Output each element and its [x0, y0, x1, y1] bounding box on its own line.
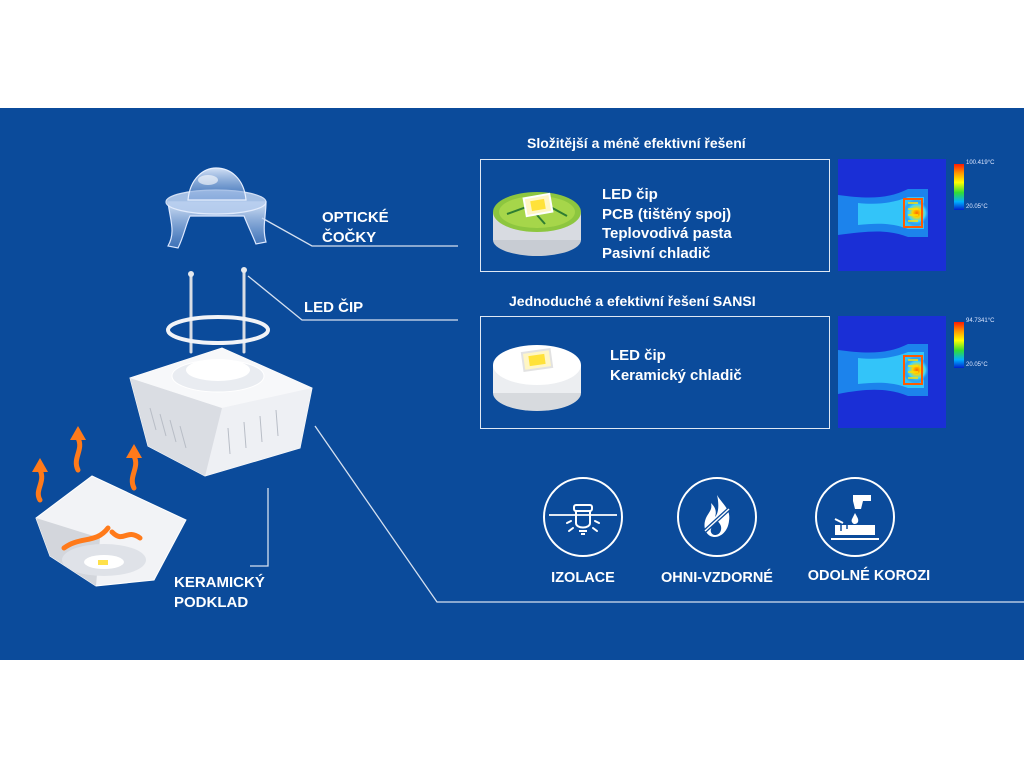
- complex-thermal-min: 20.05°C: [966, 204, 988, 210]
- diagram-panel: OPTICKÉ ČOČKY LED ČIP KERAMICKÝ PODKLAD …: [0, 108, 1024, 660]
- feature-label-fire-resistant: OHNI-VZDORNÉ: [661, 570, 773, 586]
- pcb-chip-graphic: [493, 192, 581, 256]
- connector-lines: [247, 217, 1024, 603]
- simple-solution-title: Jednoduché a efektivní řešení SANSI: [509, 293, 756, 309]
- thermal-plume-simple: [838, 344, 928, 396]
- base-label-line1: KERAMICKÝ: [174, 574, 265, 591]
- feature-label-corrosion: ODOLNÉ KOROZI: [807, 568, 931, 584]
- ceramic-base-graphic: [129, 347, 313, 477]
- simple-thermal-scale-bar: [954, 322, 964, 368]
- complex-thermal-image: [838, 159, 946, 271]
- simple-thermal-image: [838, 316, 946, 428]
- fire-resistant-icon: [677, 477, 757, 557]
- lens-label-line2: ČOČKY: [322, 229, 377, 246]
- simple-item-1: LED čip: [610, 347, 666, 364]
- corrosion-resistant-icon: [815, 477, 895, 557]
- complex-thermal-max: 100.419°C: [966, 160, 995, 166]
- simple-solution-box: LED čip Keramický chladič: [480, 316, 830, 429]
- led-pins: [189, 270, 246, 354]
- simple-thermal-max: 94.7341°C: [966, 318, 995, 324]
- complex-item-2: PCB (tištěný spoj): [602, 205, 732, 223]
- complex-item-4: Pasivní chladič: [602, 244, 711, 262]
- complex-solution-box: LED čip PCB (tištěný spoj) Teplovodivá p…: [480, 159, 830, 272]
- complex-solution-title: Složitější a méně efektivní řešení: [527, 135, 746, 151]
- thermal-plume: [838, 189, 928, 237]
- optical-lens-graphic: [165, 167, 267, 249]
- ceramic-chip-graphic: [493, 345, 581, 411]
- seal-ring: [166, 315, 270, 345]
- complex-item-1: LED čip: [602, 186, 658, 203]
- insulation-icon: [543, 477, 623, 557]
- simple-item-2: Keramický chladič: [610, 366, 742, 384]
- heat-arrows: [35, 435, 143, 551]
- base-label-line2: PODKLAD: [174, 594, 249, 611]
- chip-label: LED ČIP: [304, 299, 364, 316]
- lens-label-line1: OPTICKÉ: [322, 209, 389, 226]
- exploded-view-illustration: [32, 167, 1024, 603]
- complex-item-3: Teplovodivá pasta: [602, 225, 732, 242]
- feature-label-insulation: IZOLACE: [551, 570, 615, 586]
- complex-thermal-scale-bar: [954, 164, 964, 210]
- simple-thermal-min: 20.05°C: [966, 362, 988, 368]
